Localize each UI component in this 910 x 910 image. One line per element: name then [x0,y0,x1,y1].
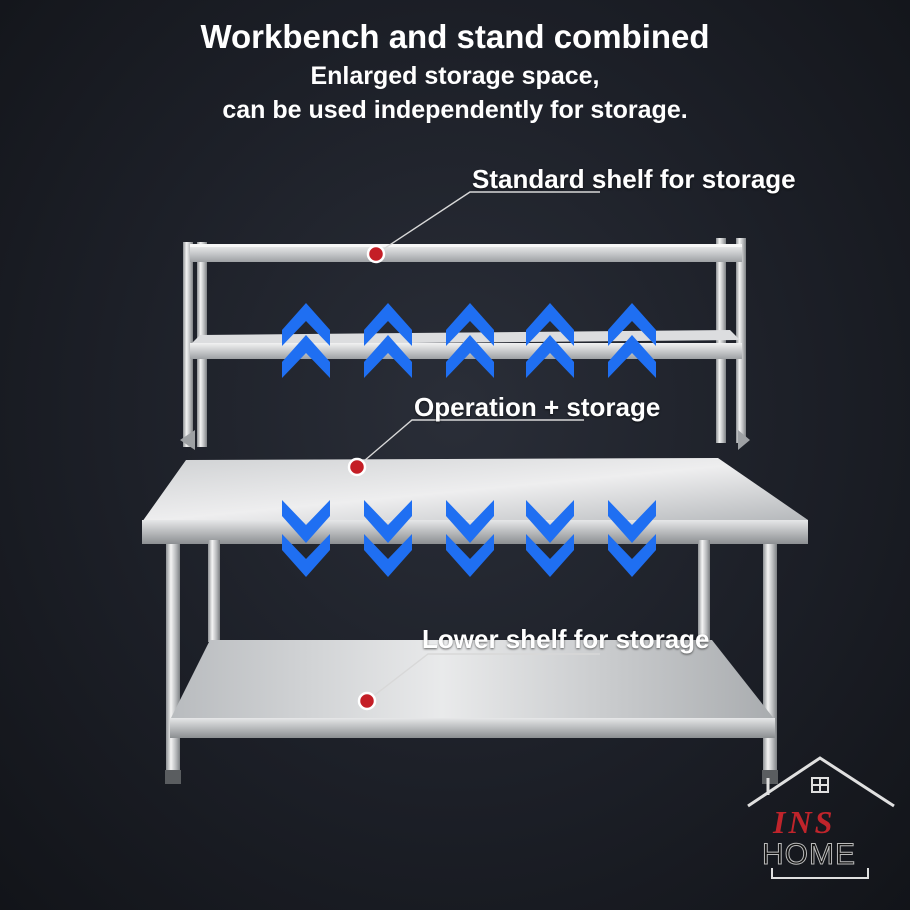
logo-text-bottom: HOME [762,838,856,872]
standard-shelf [190,244,742,262]
subtitle-line-2: can be used independently for storage. [222,96,688,124]
page-title: Workbench and stand combined [200,18,710,55]
lower-shelf [170,640,775,720]
logo-text-top: INS [773,804,836,840]
callout-lower-shelf: Lower shelf for storage [422,624,710,654]
double-chevron-down-icon [282,500,656,577]
double-chevron-up-icon [282,303,656,378]
subtitle-line-1: Enlarged storage space, [310,62,600,90]
callout-markers [347,244,386,711]
workbench-top [142,458,808,522]
callout-lines [356,191,600,702]
callout-standard-shelf: Standard shelf for storage [472,164,796,194]
house-logo-icon [747,756,895,879]
callout-operation-storage: Operation + storage [414,392,661,422]
workbench [142,458,808,784]
